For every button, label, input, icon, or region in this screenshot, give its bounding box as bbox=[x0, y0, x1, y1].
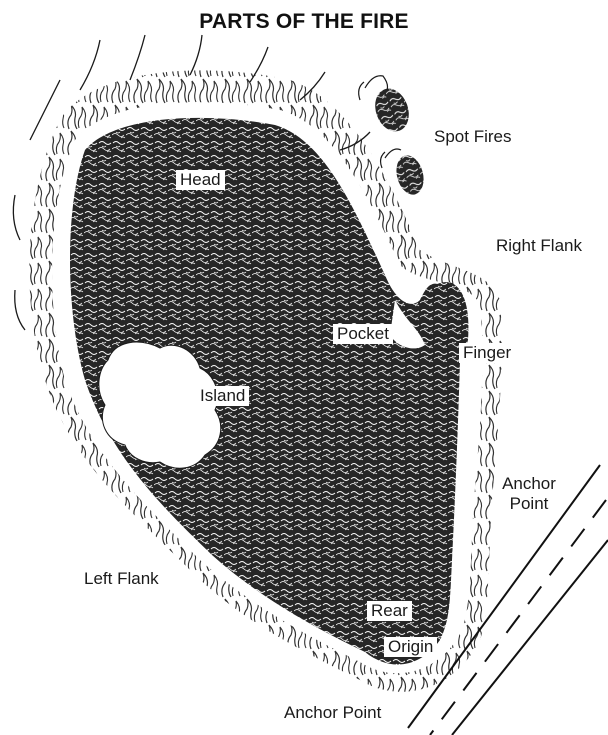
label-anchor-point-right: Anchor Point bbox=[497, 474, 561, 514]
label-spot-fires: Spot Fires bbox=[434, 127, 511, 147]
label-left-flank: Left Flank bbox=[84, 569, 159, 589]
spot-fire-top bbox=[359, 76, 415, 136]
label-finger: Finger bbox=[459, 343, 515, 363]
label-anchor-word: Anchor bbox=[502, 474, 556, 493]
label-origin: Origin bbox=[384, 637, 437, 657]
label-head: Head bbox=[176, 170, 225, 190]
label-rear: Rear bbox=[367, 601, 412, 621]
label-island: Island bbox=[196, 386, 249, 406]
label-right-flank: Right Flank bbox=[496, 236, 582, 256]
label-anchor-point-bottom: Anchor Point bbox=[284, 703, 381, 723]
label-pocket: Pocket bbox=[333, 324, 393, 344]
label-point-word: Point bbox=[510, 494, 549, 513]
